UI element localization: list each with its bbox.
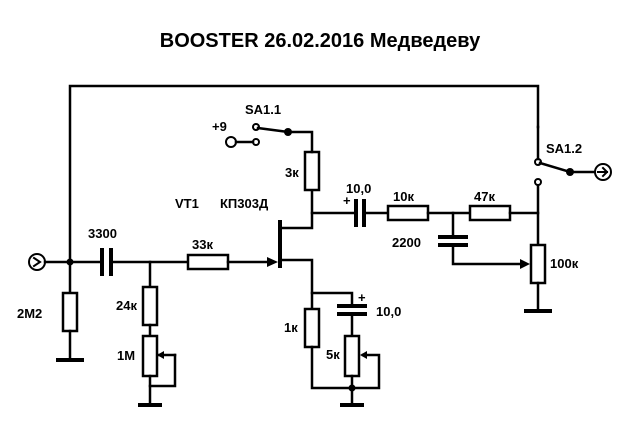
- label-1m: 1M: [117, 348, 135, 363]
- bypass-wire: [68, 84, 540, 264]
- label-33k: 33к: [192, 237, 213, 252]
- switch-sa1-1[interactable]: [252, 123, 292, 146]
- label-3k: 3к: [285, 165, 299, 180]
- pot-100k-arrow: [520, 259, 530, 269]
- gate-arrow: [267, 257, 278, 267]
- label-24k: 24к: [116, 298, 137, 313]
- label-1k: 1к: [284, 320, 298, 335]
- resistor-1k: [303, 307, 321, 349]
- pot-1m-wiper: [148, 353, 177, 388]
- pot-5k-arrow: [360, 351, 367, 359]
- resistor-24k: [141, 285, 159, 327]
- c4-wiper-wire: [451, 244, 524, 266]
- junction-ground: [348, 384, 356, 392]
- potentiometer-5k: [343, 334, 361, 378]
- label-vt1: VT1: [175, 196, 199, 211]
- potentiometer-100k: [529, 243, 547, 285]
- resistor-10k: [386, 204, 430, 222]
- label-sa1-1: SA1.1: [245, 102, 281, 117]
- label-plus-c2: +: [343, 193, 351, 208]
- input-jack[interactable]: [28, 253, 46, 271]
- output-jack[interactable]: [594, 163, 612, 181]
- label-sa1-2: SA1.2: [546, 141, 582, 156]
- potentiometer-1m: [141, 334, 159, 378]
- label-100k: 100к: [550, 256, 579, 271]
- transistor-vt1: [278, 188, 314, 312]
- label-5k: 5к: [326, 347, 340, 362]
- switch-sa1-2[interactable]: [534, 158, 596, 186]
- label-10k: 10к: [393, 189, 414, 204]
- label-2m2: 2M2: [17, 306, 42, 321]
- label-10-0-c2: 10,0: [346, 181, 371, 196]
- schematic-title: BOOSTER 26.02.2016 Медведеву: [159, 30, 481, 52]
- label-3300: 3300: [88, 226, 117, 241]
- label-plus-c3: +: [358, 290, 366, 305]
- pot-1m-arrow: [157, 351, 164, 359]
- label-2200: 2200: [392, 235, 421, 250]
- label-kp303d: КП303Д: [220, 196, 269, 211]
- resistor-2m2: [61, 291, 79, 333]
- resistor-47k: [468, 204, 512, 222]
- label-10-0-c3: 10,0: [376, 304, 401, 319]
- drain-supply-wire: [286, 130, 314, 154]
- resistor-33k: [186, 253, 230, 271]
- label-plus9: +9: [212, 119, 227, 134]
- source-wire: [310, 291, 354, 307]
- resistor-3k: [303, 150, 321, 192]
- supply-terminal[interactable]: [225, 136, 237, 148]
- source-ground-wire: [310, 345, 381, 390]
- label-47k: 47к: [474, 189, 495, 204]
